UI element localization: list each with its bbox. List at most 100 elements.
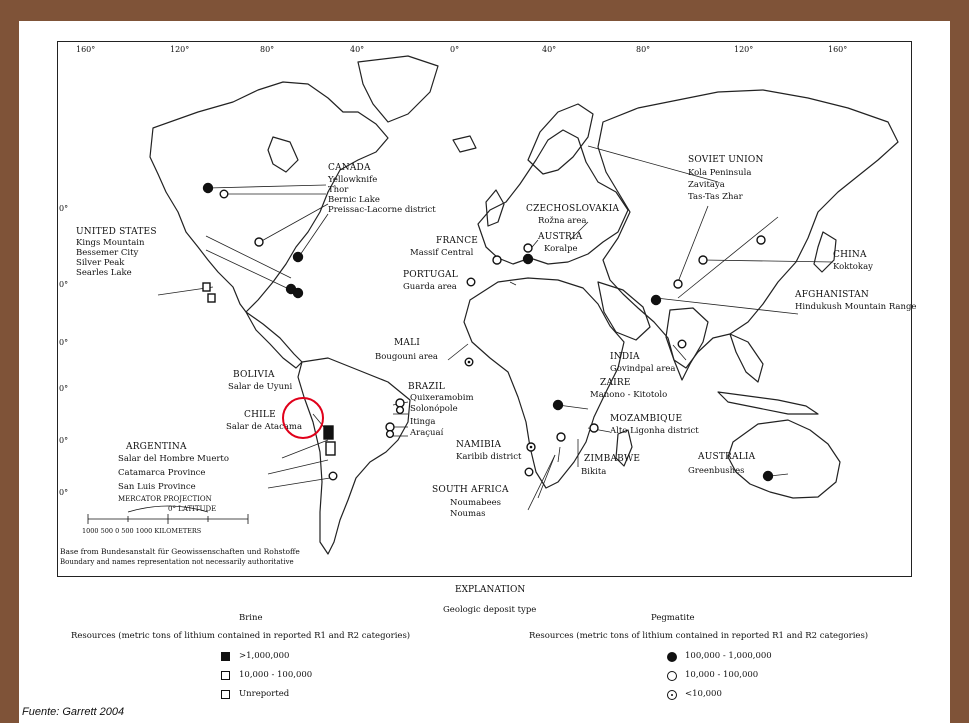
site-label: Bessemer City (76, 248, 139, 258)
site-label: Salar de Atacama (226, 422, 303, 432)
deposit-san-luis (328, 471, 338, 481)
site-label: Koktokay (833, 262, 873, 272)
deposit-bessemer-city (292, 287, 304, 299)
pegmatite-heading: Pegmatite (651, 613, 695, 623)
world-map: 160° 120° 80° 40° 0° 40° 80° 120° 160° 0… (57, 41, 916, 577)
deposit-noumabees (524, 467, 534, 477)
deposit-massif-central (492, 255, 502, 265)
europe-outline (477, 129, 629, 265)
deposit-koralpe (522, 253, 534, 265)
brine-heading: Brine (239, 613, 263, 623)
deposit-preissac-lacorne (292, 251, 304, 263)
source-citation: Fuente: Garrett 2004 (22, 706, 125, 718)
deposit-bikita (556, 432, 566, 442)
country-label-austria: AUSTRIA (538, 232, 583, 242)
africa-outline (463, 277, 625, 489)
pegmatite-class-label: 10,000 - 100,000 (685, 670, 759, 680)
india-outline (665, 307, 709, 381)
longitude-tick: 160° (76, 45, 96, 54)
site-label: Manono - Kitotolo (590, 390, 668, 400)
country-label-zimbabwe: ZIMBABWE (584, 454, 641, 464)
central-america-outline (245, 311, 303, 369)
country-label-canada: CANADA (328, 163, 371, 173)
deposit-bernic-lake (254, 237, 264, 247)
site-label: Govindpal area (610, 364, 676, 374)
country-label-mali: MALI (394, 338, 421, 348)
longitude-tick: 120° (734, 45, 754, 54)
site-label: Noumas (450, 509, 486, 519)
asia-outline (597, 89, 899, 369)
brine-large-symbol (221, 652, 230, 661)
country-label-mozambique: MOZAMBIQUE (610, 414, 683, 424)
site-label: Massif Central (410, 248, 474, 258)
latitude-tick: 0° (59, 338, 69, 347)
longitude-tick: 160° (828, 45, 848, 54)
longitude-tick: 80° (260, 45, 275, 54)
site-label: Zavitaya (688, 180, 725, 190)
country-label-zaire: ZAIRE (600, 378, 631, 388)
site-label: Araçuaí (410, 428, 444, 438)
country-label-namibia: NAMIBIA (456, 440, 502, 450)
deposit-kola (673, 279, 683, 289)
longitude-tick: 0° (450, 45, 460, 54)
projection-scale-units: 1000 500 0 500 1000 KILOMETERS (82, 527, 202, 535)
site-label: Bernic Lake (328, 195, 380, 205)
world-map-outline (87, 55, 899, 555)
projection-title: MERCATOR PROJECTION (118, 495, 212, 503)
deposit-alto-ligonha (589, 423, 599, 433)
deposit-guarda (466, 277, 476, 287)
country-label-australia: AUSTRALIA (698, 452, 756, 462)
site-label: Preissac-Lacorne district (328, 205, 436, 215)
deposit-salar-hombre-muerto (325, 441, 336, 456)
deposit-manono (552, 399, 564, 411)
pegmatite-description: Resources (metric tons of lithium contai… (529, 631, 869, 641)
southeast-asia-outline (729, 333, 764, 383)
deposit-afghanistan (650, 294, 662, 306)
latitude-tick: 0° (59, 204, 69, 213)
site-label: Yellowknife (328, 175, 378, 185)
deposit-greenbushes (762, 470, 774, 482)
deposit-thor (219, 189, 229, 199)
deposit-govindpal (677, 339, 687, 349)
site-label: Quixeramobim (410, 393, 474, 403)
country-label-france: FRANCE (436, 236, 479, 246)
brine-class-label: >1,000,000 (239, 651, 290, 661)
site-label: Tas-Tas Zhar (688, 192, 743, 202)
country-label-united-states: UNITED STATES (76, 227, 157, 237)
legend-subtitle: Geologic deposit type (443, 605, 537, 615)
legend-title: EXPLANATION (455, 585, 526, 595)
country-label-bolivia: BOLIVIA (233, 370, 275, 380)
brine-class-label: 10,000 - 100,000 (239, 670, 313, 680)
arabia-outline (597, 281, 651, 341)
site-label: Noumabees (450, 498, 502, 508)
site-label: Koralpe (544, 244, 578, 254)
south-america-outline (297, 357, 411, 555)
country-label-portugal: PORTUGAL (403, 270, 458, 280)
country-label-soviet-union: SOVIET UNION (688, 155, 764, 165)
madagascar-outline (615, 429, 633, 467)
boundary-note: Boundary and names representation not ne… (60, 558, 294, 566)
deposit-koktokay (698, 255, 708, 265)
site-label: Karibib district (456, 452, 522, 462)
site-label: San Luis Province (118, 482, 196, 492)
site-label: Bougouni area (375, 352, 438, 362)
latitude-tick: 0° (59, 280, 69, 289)
site-label: Kola Peninsula (688, 168, 752, 178)
site-label: Itinga (410, 417, 436, 427)
deposit-salar-de-atacama (323, 425, 334, 440)
site-label: Solonópole (410, 404, 458, 414)
longitude-tick: 40° (542, 45, 557, 54)
deposit-solonopole (395, 405, 405, 415)
site-label: Rožna area (538, 216, 587, 226)
country-label-czechoslovakia: CZECHOSLOVAKIA (526, 204, 620, 214)
indonesia-outline (717, 391, 819, 415)
deposit-zavitaya (756, 235, 766, 245)
deposit-searles-lake (207, 293, 216, 303)
site-label: Kings Mountain (76, 238, 145, 248)
deposit-rozna (523, 243, 533, 253)
legend: EXPLANATION Geologic deposit type Brine … (19, 577, 950, 707)
country-label-afghanistan: AFGHANISTAN (795, 290, 869, 300)
site-label: Salar del Hombre Muerto (118, 454, 229, 464)
latitude-tick: 0° (59, 384, 69, 393)
north-america-outline (149, 81, 389, 313)
